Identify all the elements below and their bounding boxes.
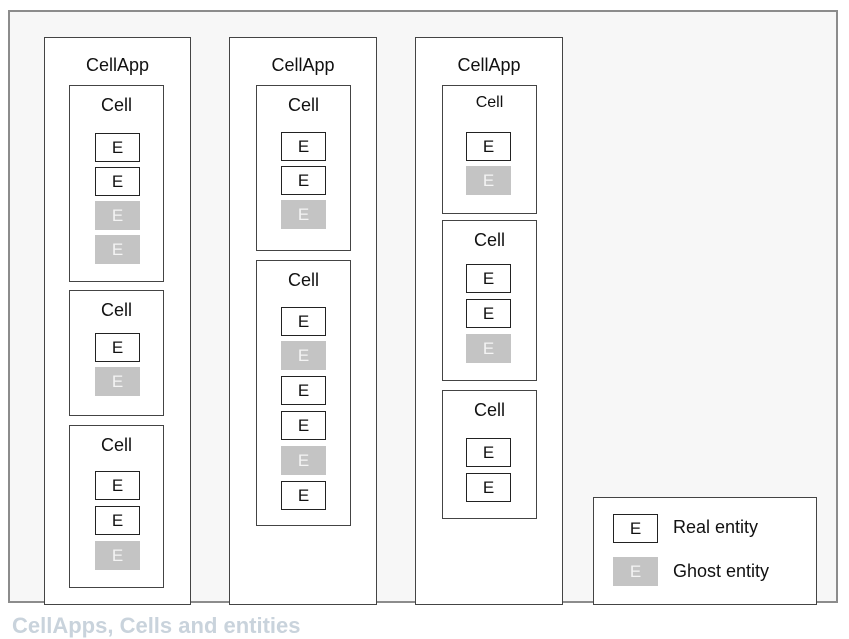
cellapp-title: CellApp (457, 55, 521, 75)
real-entity: E (95, 471, 140, 500)
cellapp-title: CellApp (85, 55, 150, 75)
real-entity: E (281, 411, 326, 440)
legend-real-swatch: E (613, 514, 658, 543)
cell-title: Cell (473, 400, 505, 420)
cellapp-title: CellApp (271, 55, 335, 75)
ghost-entity: E (95, 201, 140, 230)
legend-ghost-swatch: E (613, 557, 658, 586)
real-entity: E (466, 264, 511, 293)
cell-title: Cell (100, 95, 132, 115)
real-entity: E (95, 333, 140, 362)
ghost-entity: E (95, 541, 140, 570)
ghost-entity: E (281, 200, 326, 229)
real-entity: E (281, 481, 326, 510)
cell-title: Cell (287, 270, 319, 290)
cell-title: Cell (100, 435, 132, 455)
real-entity: E (281, 166, 326, 195)
ghost-entity: E (281, 446, 326, 475)
cell-title: Cell (475, 94, 504, 111)
cell-title: Cell (100, 300, 132, 320)
figure-caption: CellApps, Cells and entities (12, 613, 301, 638)
ghost-entity: E (466, 334, 511, 363)
legend (593, 497, 817, 605)
legend-real-label: Real entity (673, 517, 759, 537)
real-entity: E (466, 299, 511, 328)
ghost-entity: E (95, 235, 140, 264)
real-entity: E (95, 506, 140, 535)
real-entity: E (466, 438, 511, 467)
ghost-entity: E (95, 367, 140, 396)
legend-ghost-label: Ghost entity (673, 561, 770, 581)
real-entity: E (281, 307, 326, 336)
cell-title: Cell (287, 95, 319, 115)
real-entity: E (466, 132, 511, 161)
real-entity: E (281, 132, 326, 161)
ghost-entity: E (281, 341, 326, 370)
real-entity: E (95, 133, 140, 162)
real-entity: E (95, 167, 140, 196)
real-entity: E (466, 473, 511, 502)
ghost-entity: E (466, 166, 511, 195)
real-entity: E (281, 376, 326, 405)
cell-title: Cell (473, 230, 505, 250)
